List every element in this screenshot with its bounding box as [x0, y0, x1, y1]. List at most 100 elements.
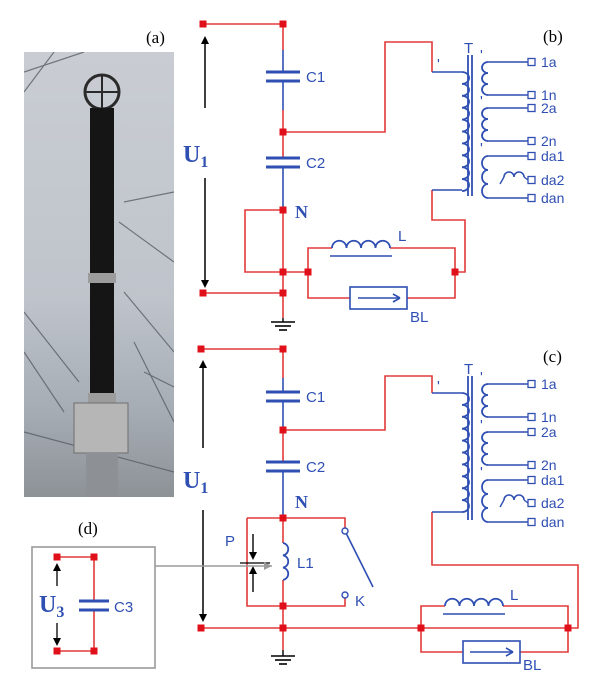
- wire: [203, 23, 284, 50]
- wire: [420, 605, 445, 628]
- secondary-winding-3: [481, 479, 489, 523]
- terminal-da2: [527, 498, 536, 508]
- n-label-b: N: [295, 202, 308, 222]
- terminal-da2: [527, 175, 536, 185]
- node-dot: [53, 553, 61, 561]
- wire: [246, 518, 346, 607]
- l-label-b: L: [398, 228, 406, 245]
- terminal-dan: [527, 193, 536, 203]
- terminal-1a: [527, 379, 536, 389]
- wire: [244, 209, 283, 273]
- node-dot: [279, 426, 287, 434]
- wire: [390, 247, 456, 272]
- tap-label-da1: da1: [541, 472, 565, 488]
- terminal-2a: [527, 427, 536, 437]
- n-label-c: N: [295, 492, 308, 512]
- terminal-da1: [527, 475, 536, 485]
- wire: [407, 272, 456, 299]
- node-dot: [279, 289, 287, 297]
- secondary-winding-1: [481, 61, 489, 96]
- node-dot: [304, 268, 312, 276]
- bl-label-b: BL: [410, 309, 428, 326]
- secondary-winding-1: [481, 383, 489, 418]
- node-markers: [53, 20, 572, 655]
- winding-dot: ': [480, 369, 483, 386]
- c2-label-c: C2: [306, 459, 325, 476]
- terminal-2n: [527, 460, 536, 470]
- node-dot: [279, 624, 287, 632]
- wire: [283, 375, 433, 431]
- label-b: (b): [543, 27, 563, 46]
- node-dot: [197, 345, 205, 353]
- wire: [283, 247, 332, 273]
- tap-label-1a: 1a: [541, 376, 557, 392]
- winding-dot: ': [480, 417, 483, 434]
- secondary-winding-2: [481, 431, 489, 466]
- wire: [503, 605, 569, 628]
- u3-label: U3: [39, 592, 64, 621]
- terminal-da1: [527, 151, 536, 161]
- c2-label-b: C2: [306, 155, 325, 172]
- label-d: (d): [78, 519, 98, 538]
- u1-label-c: U1: [183, 468, 208, 497]
- tap-label-da2: da2: [541, 495, 565, 511]
- bl-damper-box: [462, 640, 521, 664]
- wire: [520, 628, 569, 653]
- terminal-dan: [527, 517, 536, 527]
- secondary-winding-3: [481, 155, 489, 199]
- tap-label-dan: dan: [541, 514, 564, 530]
- node-dot: [279, 20, 287, 28]
- node-dot: [279, 128, 287, 136]
- u1-label-b: U1: [183, 142, 208, 171]
- node-dot: [451, 268, 459, 276]
- node-dot: [279, 514, 287, 522]
- terminal-1a: [527, 57, 536, 67]
- bl-label-c: BL: [523, 657, 541, 674]
- node-dot: [197, 624, 205, 632]
- node-dot: [417, 624, 425, 632]
- node-dot: [564, 624, 572, 632]
- wire: [307, 272, 350, 299]
- terminal-2a: [527, 103, 536, 113]
- winding-dot: ': [480, 93, 483, 110]
- tap-label-2n: 2n: [541, 133, 557, 149]
- k-label: K: [355, 593, 365, 610]
- k-switch-blade: [344, 530, 374, 588]
- c1-label-c: C1: [306, 389, 325, 406]
- tap-label-2n: 2n: [541, 457, 557, 473]
- node-dot: [279, 345, 287, 353]
- circuit-b: ' ' ' ': [201, 23, 529, 331]
- l1-inductor-coil: [282, 542, 290, 581]
- k-switch-contact: [341, 591, 349, 599]
- winding-dot: ': [437, 378, 440, 395]
- tap-label-dan: dan: [541, 190, 564, 206]
- l-label-c: L: [510, 587, 518, 604]
- node-dot: [279, 206, 287, 214]
- winding-dot: ': [480, 464, 483, 481]
- circuit-c: ' ' ' ': [199, 348, 579, 665]
- wire: [283, 41, 433, 133]
- terminal-1n: [527, 90, 536, 100]
- winding-dot: ': [480, 47, 483, 64]
- cvt-photo-drawing: [24, 52, 174, 497]
- node-dot: [90, 553, 98, 561]
- c1-label-b: C1: [306, 69, 325, 86]
- terminal-1n: [527, 412, 536, 422]
- l-inductor-coil: [444, 597, 504, 607]
- inset-d: [31, 546, 272, 669]
- cvt-photo: [24, 52, 174, 497]
- label-c: (c): [543, 347, 562, 366]
- wire: [420, 628, 463, 653]
- tap-label-2a: 2a: [541, 424, 557, 440]
- bl-damper-arrowhead: [392, 293, 401, 303]
- secondary-winding-2: [481, 107, 489, 142]
- wire: [431, 512, 579, 629]
- terminal-2n: [527, 136, 536, 146]
- wire: [247, 517, 346, 528]
- wire: [201, 348, 284, 378]
- l-inductor-coil: [331, 239, 391, 249]
- secondary-winding-3-tap-coil: [503, 171, 525, 178]
- node-dot: [199, 20, 207, 28]
- node-dot: [279, 602, 287, 610]
